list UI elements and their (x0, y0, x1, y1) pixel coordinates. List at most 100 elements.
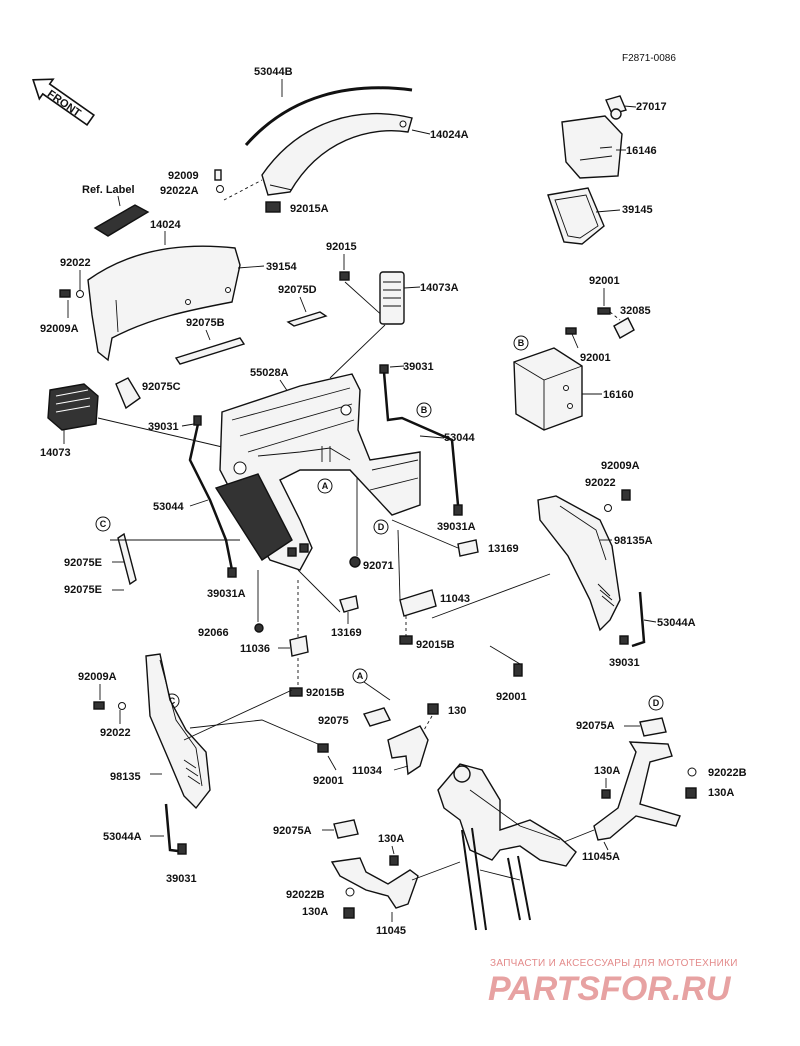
label-39031-center: 39031 (403, 361, 434, 373)
label-130a-bottom: 130A (378, 833, 404, 845)
bolt-92001-top (597, 307, 611, 315)
label-16160: 16160 (603, 389, 634, 401)
bolt-92001-center (513, 663, 523, 677)
grommet-92015b-center (399, 635, 413, 645)
label-53044a-right: 53044A (657, 617, 696, 629)
part-16160-case (513, 347, 583, 431)
label-130: 130 (448, 705, 466, 717)
label-92001-mid: 92001 (580, 352, 611, 364)
label-92015b-lower: 92015B (306, 687, 345, 699)
label-92075e-2: 92075E (64, 584, 102, 596)
label-11034: 11034 (352, 765, 383, 777)
wire-53044-left (188, 423, 234, 571)
svg-text:C: C (169, 696, 176, 706)
part-39145-pad (547, 187, 605, 245)
part-98135-guard (145, 653, 211, 810)
label-27017: 27017 (636, 101, 667, 113)
bracket-11036 (289, 635, 309, 657)
bracket-13169-center (339, 595, 359, 613)
nut-92071 (349, 556, 361, 568)
pad-92075d (286, 311, 328, 327)
label-11036: 11036 (240, 643, 270, 655)
marker-c-left: C (95, 516, 111, 532)
label-11045: 11045 (376, 925, 406, 937)
label-92071: 92071 (363, 560, 394, 572)
label-92022-left: 92022 (60, 257, 91, 269)
label-92075: 92075 (318, 715, 349, 727)
frame-main (437, 763, 577, 931)
grommet-92015a (265, 201, 281, 213)
bracket-11045 (330, 857, 419, 909)
label-14073a: 14073A (420, 282, 459, 294)
label-98135a: 98135A (614, 535, 653, 547)
label-53044b: 53044B (254, 66, 293, 78)
label-39031a-left: 39031A (207, 588, 246, 600)
part-14024a-cover (244, 86, 413, 196)
label-39031-left: 39031 (148, 421, 179, 433)
ref-label-text: Ref. Label (82, 184, 135, 196)
nut-92066 (254, 623, 264, 633)
label-13169-center: 13169 (331, 627, 362, 639)
label-92075e-1: 92075E (64, 557, 102, 569)
front-arrow: FRONT (32, 78, 96, 127)
label-92075c: 92075C (142, 381, 181, 393)
label-92001-top: 92001 (589, 275, 620, 287)
label-130a-bottom-2: 130A (302, 906, 328, 918)
pad-92075a-right (639, 717, 667, 737)
bolt-92009a-bottom (93, 701, 105, 710)
grommet-92015b-lower (289, 687, 303, 697)
pad-92075b (174, 337, 246, 365)
wire-53044-right (382, 371, 460, 506)
bolt-92001-bottom (317, 743, 329, 753)
svg-text:C: C (100, 519, 107, 529)
label-39031-right: 39031 (609, 657, 640, 669)
bracket-11043 (399, 589, 437, 617)
marker-b-right: B (513, 335, 529, 351)
label-53044-left: 53044 (153, 501, 184, 513)
part-98135a-guard (537, 495, 621, 632)
svg-text:B: B (518, 338, 525, 348)
svg-text:A: A (357, 671, 364, 681)
bracket-13169-right (457, 539, 479, 557)
label-92001-center: 92001 (496, 691, 527, 703)
label-92022b-bottom: 92022B (286, 889, 325, 901)
bolt-92009a-left (59, 289, 71, 298)
label-92009a-bottom: 92009A (78, 671, 117, 683)
label-92022-bottom: 92022 (100, 727, 131, 739)
label-92009a-left: 92009A (40, 323, 79, 335)
label-98135: 98135 (110, 771, 141, 783)
label-14073: 14073 (40, 447, 71, 459)
label-92009-top: 92009 (168, 170, 199, 182)
pad-92075c (115, 377, 141, 410)
marker-a-center: A (317, 478, 333, 494)
label-39031a-center: 39031A (437, 521, 476, 533)
label-92015: 92015 (326, 241, 357, 253)
label-130a-right: 130A (594, 765, 620, 777)
svg-text:A: A (322, 481, 329, 491)
marker-d-lower: D (648, 695, 664, 711)
part-14073a-duct (379, 271, 405, 325)
svg-text:B: B (421, 405, 428, 415)
diagram-code: F2871-0086 (622, 53, 676, 64)
pad-92075a-bottom (333, 819, 359, 839)
washer-92022-right (604, 504, 612, 512)
bracket-32085 (613, 317, 635, 339)
ref-label-decal (93, 204, 150, 237)
washer-92022a (216, 185, 224, 193)
label-14024: 14024 (150, 219, 181, 231)
part-14073-box (47, 383, 99, 431)
label-55028a: 55028A (250, 367, 289, 379)
watermark-logo: PARTSFOR.RU (488, 970, 732, 1008)
marker-b-center: B (416, 402, 432, 418)
label-39031-bottom: 39031 (166, 873, 197, 885)
label-39145: 39145 (622, 204, 653, 216)
label-11045a: 11045A (582, 851, 620, 863)
grommet-92015 (339, 271, 350, 281)
label-53044a-left: 53044A (103, 831, 142, 843)
label-130a-right-2: 130A (708, 787, 734, 799)
bolt-92009 (214, 169, 222, 181)
bracket-11034 (387, 725, 429, 776)
label-11043: 11043 (440, 593, 470, 605)
marker-a-lower: A (352, 668, 368, 684)
